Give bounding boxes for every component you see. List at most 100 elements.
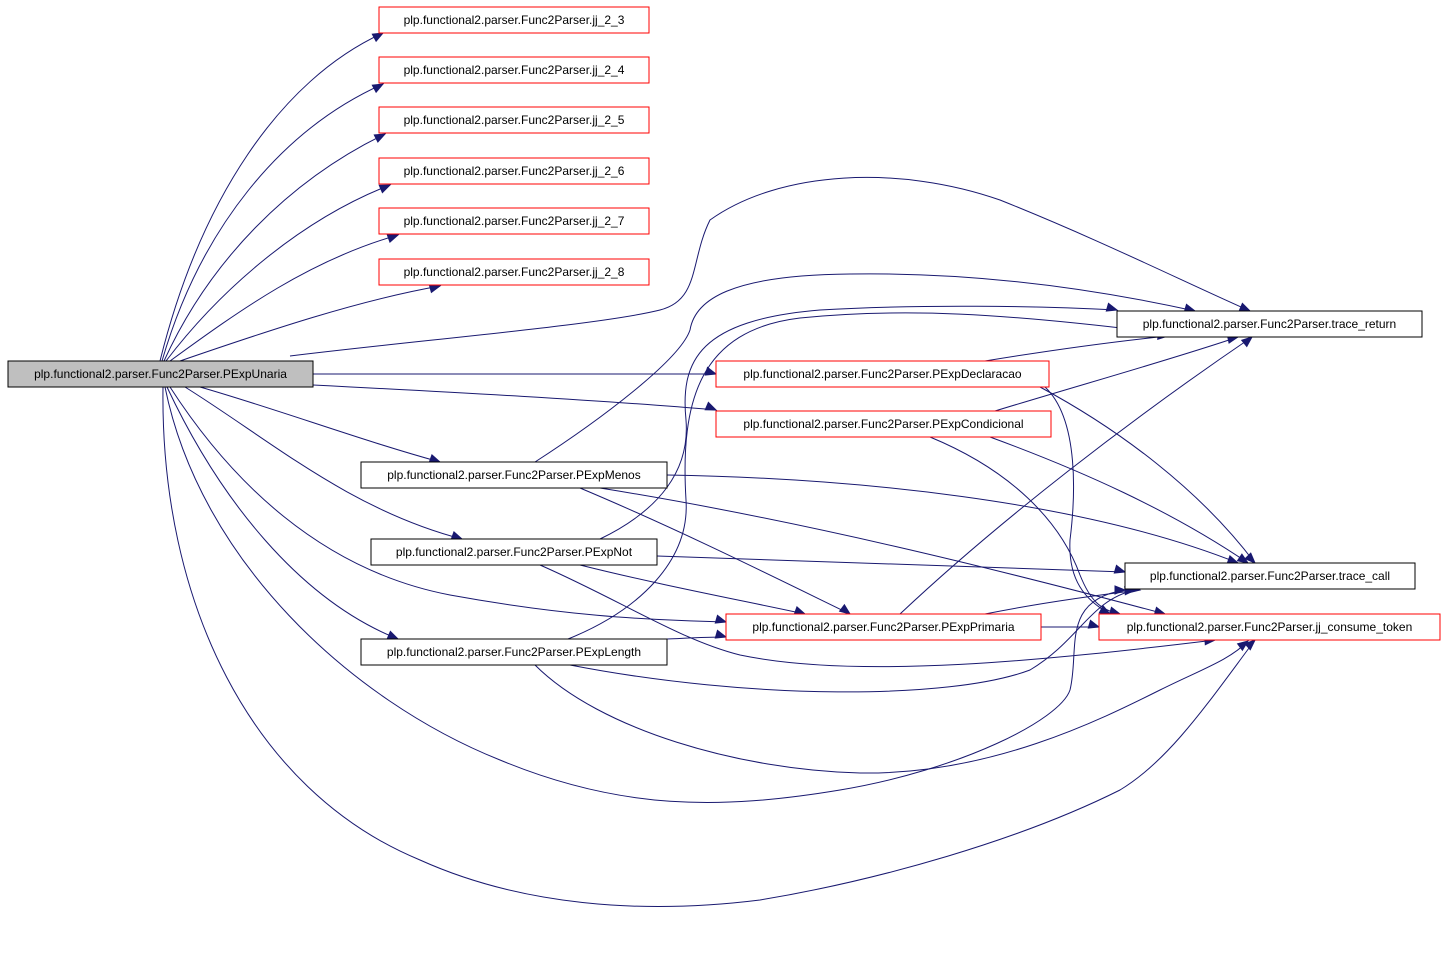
edge-root-to-pcond (312, 384, 718, 411)
edge-root-to-tcall (164, 386, 1127, 803)
edge-line (656, 555, 1126, 573)
node-plen[interactable]: plp.functional2.parser.Func2Parser.PExpL… (360, 638, 668, 666)
node-label: plp.functional2.parser.Func2Parser.jj_2_… (404, 13, 625, 27)
node-label: plp.functional2.parser.Func2Parser.jj_2_… (404, 265, 625, 279)
edge-line (184, 386, 463, 540)
node-label: plp.functional2.parser.Func2Parser.PExpN… (396, 545, 633, 559)
arrowhead-icon (1238, 302, 1252, 312)
node-pnot[interactable]: plp.functional2.parser.Func2Parser.PExpN… (370, 538, 658, 566)
edge-line (579, 487, 851, 615)
edge-line (312, 384, 717, 411)
edge-pcond-to-tcall (989, 436, 1250, 564)
arrowhead-icon (714, 614, 728, 624)
edge-pnot-to-pprim (579, 564, 807, 615)
edge-root-to-jj23 (159, 32, 385, 362)
arrowhead-icon (428, 454, 442, 463)
edge-plen-to-jjct (534, 640, 1250, 774)
node-label: plp.functional2.parser.Func2Parser.PExpC… (743, 417, 1023, 431)
edge-line (166, 386, 399, 640)
edge-root-to-jj25 (163, 133, 387, 362)
edge-line (567, 312, 1179, 640)
arrowhead-icon (378, 184, 392, 194)
node-layer: plp.functional2.parser.Func2Parser.PExpU… (7, 6, 1441, 666)
edge-line (169, 234, 399, 362)
edge-pprim-to-tret (899, 336, 1254, 615)
node-box[interactable] (715, 360, 1050, 388)
node-jj28[interactable]: plp.functional2.parser.Func2Parser.jj_2_… (378, 258, 650, 286)
edge-line (534, 640, 1249, 774)
edge-pdecl-to-jjct (1044, 386, 1112, 615)
node-box[interactable] (378, 157, 650, 185)
arrowhead-icon (386, 234, 400, 243)
edge-line (929, 436, 1121, 615)
node-box[interactable] (378, 6, 650, 34)
node-jj25[interactable]: plp.functional2.parser.Func2Parser.jj_2_… (378, 106, 650, 134)
node-label: plp.functional2.parser.Func2Parser.jj_2_… (404, 164, 625, 178)
edge-pmenos-to-pprim (579, 487, 852, 615)
node-jj24[interactable]: plp.functional2.parser.Func2Parser.jj_2_… (378, 56, 650, 84)
edge-root-to-pdecl (313, 366, 718, 376)
arrowhead-icon (373, 133, 387, 143)
node-label: plp.functional2.parser.Func2Parser.PExpP… (752, 620, 1014, 634)
edge-root-to-jj28 (179, 284, 442, 362)
node-box[interactable] (378, 56, 650, 84)
edge-line (994, 336, 1239, 412)
node-jj27[interactable]: plp.functional2.parser.Func2Parser.jj_2_… (378, 207, 650, 235)
node-label: plp.functional2.parser.Func2Parser.PExpU… (34, 367, 287, 381)
node-box[interactable] (360, 638, 668, 666)
edge-line (569, 589, 1136, 693)
node-label: plp.functional2.parser.Func2Parser.jj_co… (1127, 620, 1413, 634)
node-pprim[interactable]: plp.functional2.parser.Func2Parser.PExpP… (725, 613, 1042, 641)
edge-line (161, 83, 384, 362)
arrowhead-icon (838, 603, 852, 615)
edge-line (534, 273, 1196, 463)
node-tret[interactable]: plp.functional2.parser.Func2Parser.trace… (1116, 310, 1423, 338)
edge-root-to-jj26 (165, 184, 392, 362)
node-box[interactable] (1124, 562, 1416, 590)
arrowhead-icon (428, 284, 442, 294)
node-label: plp.functional2.parser.Func2Parser.PExpD… (743, 367, 1021, 381)
arrowhead-icon (450, 531, 464, 540)
node-pdecl[interactable]: plp.functional2.parser.Func2Parser.PExpD… (715, 360, 1050, 388)
node-pmenos[interactable]: plp.functional2.parser.Func2Parser.PExpM… (360, 461, 668, 489)
arrowhead-icon (793, 606, 807, 615)
edge-line (162, 386, 1256, 907)
arrowhead-icon (1236, 640, 1250, 652)
node-box[interactable] (378, 207, 650, 235)
node-box[interactable] (370, 538, 658, 566)
node-box[interactable] (1098, 613, 1441, 641)
node-box[interactable] (715, 410, 1052, 438)
edge-layer (159, 32, 1256, 907)
node-box[interactable] (725, 613, 1042, 641)
edge-line (539, 564, 1216, 668)
node-box[interactable] (360, 461, 668, 489)
node-root[interactable]: plp.functional2.parser.Func2Parser.PExpU… (7, 360, 314, 388)
edge-root-to-jj27 (169, 234, 400, 362)
node-box[interactable] (1116, 310, 1423, 338)
edge-line (1039, 386, 1256, 564)
edge-line (199, 386, 441, 463)
node-box[interactable] (378, 258, 650, 286)
edge-root-to-tret (289, 176, 1252, 357)
arrowhead-icon (714, 629, 728, 639)
edge-line (289, 176, 1251, 357)
edge-line (1044, 386, 1111, 615)
edge-line (984, 335, 1169, 362)
node-box[interactable] (378, 106, 650, 134)
edge-plen-to-pprim (666, 629, 728, 640)
edge-line (165, 184, 391, 362)
node-jj26[interactable]: plp.functional2.parser.Func2Parser.jj_2_… (378, 157, 650, 185)
arrowhead-icon (1244, 639, 1256, 651)
node-tcall[interactable]: plp.functional2.parser.Func2Parser.trace… (1124, 562, 1416, 590)
edge-root-to-jjct (162, 386, 1256, 907)
edge-line (179, 285, 441, 362)
edge-pnot-to-tret (599, 302, 1119, 540)
edge-pmenos-to-tcall (666, 474, 1240, 564)
edge-root-to-plen (166, 386, 400, 640)
node-jj23[interactable]: plp.functional2.parser.Func2Parser.jj_2_… (378, 6, 650, 34)
node-jjct[interactable]: plp.functional2.parser.Func2Parser.jj_co… (1098, 613, 1441, 641)
node-pcond[interactable]: plp.functional2.parser.Func2Parser.PExpC… (715, 410, 1052, 438)
node-box[interactable] (7, 360, 314, 388)
edge-pdecl-to-tcall (1039, 386, 1256, 564)
